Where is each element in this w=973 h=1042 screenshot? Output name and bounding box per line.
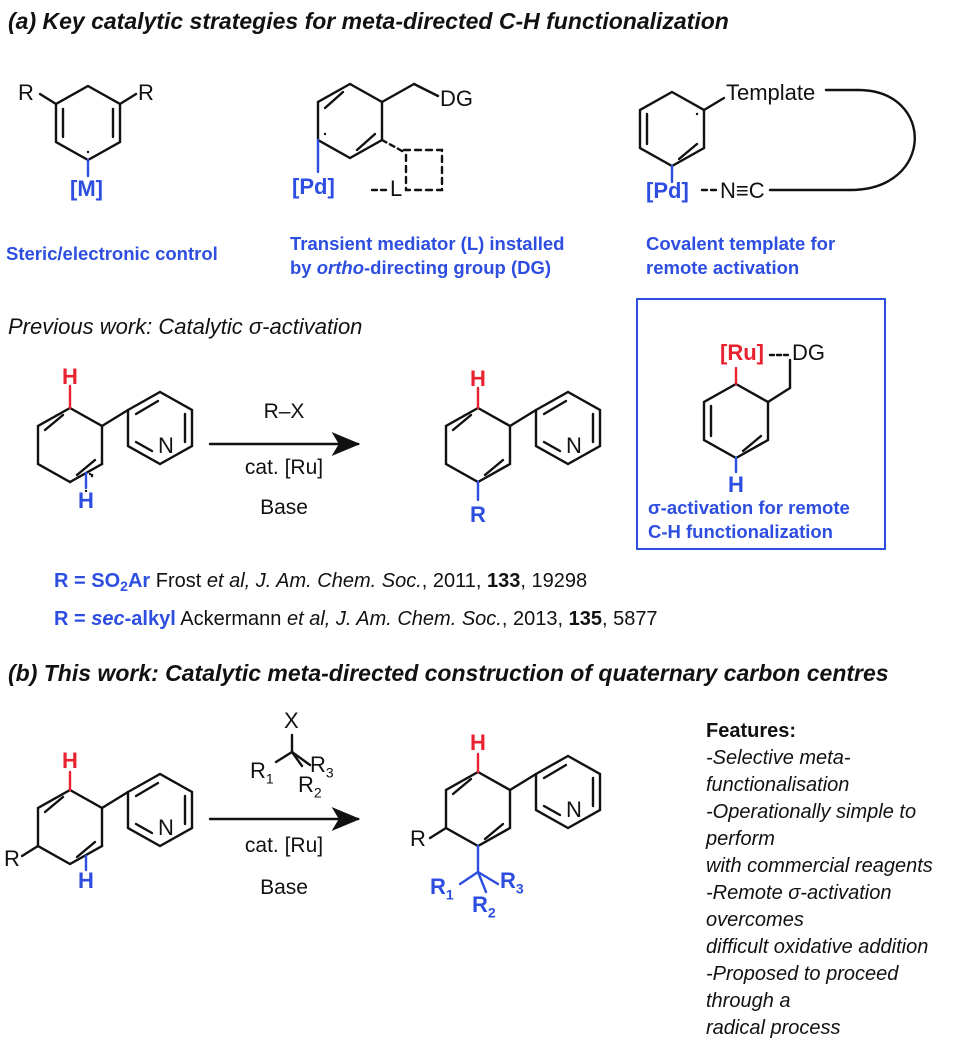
feature-item: with commercial reagents xyxy=(706,855,933,877)
b-base: Base xyxy=(260,876,308,899)
caption-transient-line2: by ortho-directing group (DG) xyxy=(290,257,552,278)
this-work-reactant xyxy=(20,770,194,872)
caption-transient: Transient mediator (L) installed by orth… xyxy=(290,232,564,280)
caption-covalent-line2: remote activation xyxy=(646,257,800,278)
box-caption-line2: C-H functionalization xyxy=(648,521,833,542)
sigma-activation-box xyxy=(636,298,886,550)
section-b-heading: (b) This work: Catalytic meta-directed c… xyxy=(8,660,889,686)
feature-item: -Remote σ-activation overcomes xyxy=(706,882,892,931)
b-reagent-r2: R2 xyxy=(298,772,322,801)
alkyl-halide-reagent xyxy=(274,733,312,768)
transient-mediator-arene xyxy=(316,82,444,192)
feature-item: difficult oxidative addition xyxy=(706,936,929,958)
b-reactant-n: N xyxy=(158,815,174,840)
citation-ackermann: R = sec-alkyl Ackermann et al, J. Am. Ch… xyxy=(54,608,658,630)
feature-item: -Operationally simple to perform xyxy=(706,801,917,850)
previous-product-n: N xyxy=(566,433,582,458)
b-product-r: R xyxy=(410,826,426,851)
ru-metallacycle-structure xyxy=(702,353,792,474)
features-list: Features: -Selective meta-functionalisat… xyxy=(706,718,966,1042)
b-reagent-r1: R1 xyxy=(250,758,274,787)
previous-reagent: R–X xyxy=(263,400,305,423)
feature-item: -Proposed to proceed through a xyxy=(706,963,899,1012)
b-product-h: H xyxy=(470,730,486,755)
previous-catalyst: cat. [Ru] xyxy=(244,456,324,479)
template-label: Template xyxy=(726,80,816,105)
box-caption-line1: σ-activation for remote xyxy=(648,497,850,518)
nitrile-label: N≡C xyxy=(720,178,765,203)
caption-covalent-line1: Covalent template for xyxy=(646,233,836,254)
this-work-product xyxy=(428,752,602,894)
b-reagent-r3: R3 xyxy=(310,752,334,781)
b-product-r3: R3 xyxy=(500,868,524,897)
previous-product-phenylpyridine xyxy=(444,386,602,502)
meta-substituted-arene-1 xyxy=(38,84,138,178)
previous-reactant-h-ortho: H xyxy=(62,364,78,389)
metal-label: [M] xyxy=(70,176,103,201)
b-product-n: N xyxy=(566,797,582,822)
caption-steric: Steric/electronic control xyxy=(6,243,218,264)
chemical-structures-diagram xyxy=(20,82,916,894)
r-label-left: R xyxy=(18,80,34,105)
box-h-label: H xyxy=(728,472,744,497)
citation-frost: R = SO2Ar Frost et al, J. Am. Chem. Soc.… xyxy=(54,570,588,594)
feature-item: radical process xyxy=(706,1017,841,1039)
dg-label: DG xyxy=(440,86,473,111)
l-label: L xyxy=(390,176,403,201)
pd-label-template: [Pd] xyxy=(646,178,689,203)
previous-product-r: R xyxy=(470,502,486,527)
b-product-r1: R1 xyxy=(430,874,454,903)
previous-product-h: H xyxy=(470,366,486,391)
section-a-heading: (a) Key catalytic strategies for meta-di… xyxy=(8,8,729,34)
b-reagent-x: X xyxy=(284,708,299,733)
box-caption: σ-activation for remote C-H functionaliz… xyxy=(648,496,850,544)
box-ru-label: [Ru] xyxy=(720,340,764,365)
previous-reactant-n: N xyxy=(158,433,174,458)
caption-transient-line1: Transient mediator (L) installed xyxy=(290,233,565,254)
covalent-template-arene xyxy=(638,88,916,192)
pd-label-transient: [Pd] xyxy=(292,174,335,199)
previous-base: Base xyxy=(260,496,308,519)
b-product-r2: R2 xyxy=(472,892,496,921)
previous-reactant-h-meta: H xyxy=(78,488,94,513)
caption-covalent: Covalent template for remote activation xyxy=(646,232,835,280)
b-reactant-r: R xyxy=(4,846,20,871)
previous-work-label: Previous work: Catalytic σ-activation xyxy=(8,314,363,339)
box-dg-label: DG xyxy=(792,340,825,365)
b-catalyst: cat. [Ru] xyxy=(244,834,324,857)
b-reactant-h-bottom: H xyxy=(78,868,94,893)
features-title: Features: xyxy=(706,720,797,742)
b-reactant-h-top: H xyxy=(62,748,78,773)
feature-item: -Selective meta-functionalisation xyxy=(706,747,851,796)
r-label-right: R xyxy=(138,80,154,105)
